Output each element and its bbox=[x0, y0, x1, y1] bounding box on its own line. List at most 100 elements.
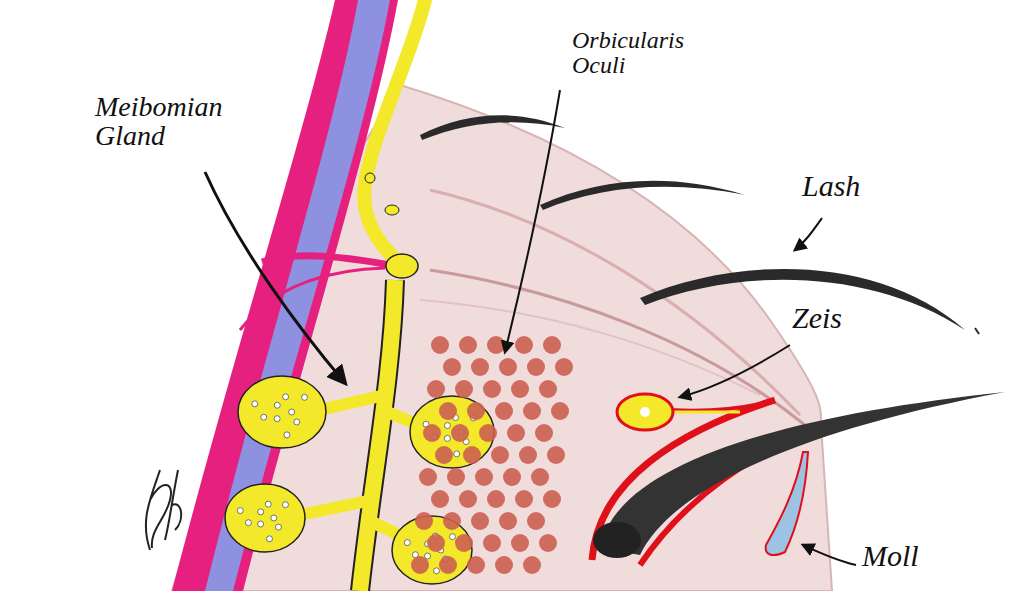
gland-lobe bbox=[392, 516, 472, 584]
nerve-dot bbox=[385, 205, 399, 215]
muscle-fibre bbox=[551, 402, 569, 420]
muscle-fibre bbox=[511, 534, 529, 552]
muscle-fibre bbox=[539, 380, 557, 398]
meibomian-lobes bbox=[225, 376, 494, 584]
muscle-fibre bbox=[555, 358, 573, 376]
part-label: Lash bbox=[802, 170, 860, 202]
acinus-cell bbox=[271, 515, 277, 521]
eyelash-bulb bbox=[593, 522, 641, 558]
part-label: Meibomian Gland bbox=[95, 92, 265, 151]
acinus-cell bbox=[433, 568, 439, 574]
muscle-fibre bbox=[459, 336, 477, 354]
muscle-fibre bbox=[499, 358, 517, 376]
muscle-fibre bbox=[515, 336, 533, 354]
muscle-fibre bbox=[495, 556, 513, 574]
leader-arrow bbox=[505, 90, 560, 352]
zeis-lumen bbox=[640, 407, 650, 417]
muscle-fibre bbox=[535, 424, 553, 442]
muscle-fibre bbox=[423, 424, 441, 442]
muscle-fibre bbox=[427, 534, 445, 552]
muscle-fibre bbox=[475, 468, 493, 486]
nerve bbox=[364, 0, 425, 262]
part-label: Orbicularis Oculi bbox=[572, 28, 722, 78]
muscle-fibre bbox=[487, 336, 505, 354]
muscle-fibre bbox=[531, 468, 549, 486]
muscle-fibre bbox=[455, 380, 473, 398]
muscle-fibre bbox=[527, 512, 545, 530]
moll-gland bbox=[766, 452, 808, 555]
acinus-cell bbox=[245, 520, 251, 526]
acinus-cell bbox=[454, 451, 460, 457]
muscle-fibre bbox=[507, 424, 525, 442]
muscle-fibre bbox=[431, 336, 449, 354]
muscle-fibre bbox=[471, 512, 489, 530]
muscle-fibre bbox=[543, 490, 561, 508]
leader-arrow bbox=[205, 172, 345, 383]
muscle-fibre bbox=[471, 358, 489, 376]
muscle-fibre bbox=[539, 534, 557, 552]
eyelash bbox=[420, 115, 565, 140]
acinus-cell bbox=[266, 536, 272, 542]
muscle-fibre bbox=[467, 402, 485, 420]
acinus-cell bbox=[444, 423, 450, 429]
acinus-cell bbox=[444, 435, 450, 441]
muscle-fibre bbox=[447, 468, 465, 486]
muscle-fibre bbox=[431, 490, 449, 508]
acinus-cell bbox=[261, 414, 267, 420]
signature bbox=[146, 470, 181, 550]
acinus-cell bbox=[258, 509, 264, 515]
meibomian-duct bbox=[360, 280, 395, 591]
orbicularis-fibres bbox=[411, 336, 573, 574]
muscle-fibre bbox=[519, 446, 537, 464]
acinus-cell bbox=[252, 401, 258, 407]
muscle-fibre bbox=[451, 424, 469, 442]
muscle-fibre bbox=[483, 534, 501, 552]
acinus-cell bbox=[275, 524, 281, 530]
muscle-fibre bbox=[463, 446, 481, 464]
muscle-fibre bbox=[419, 468, 437, 486]
acinus-cell bbox=[284, 432, 290, 438]
muscle-fibre bbox=[495, 402, 513, 420]
muscle-fibre bbox=[487, 490, 505, 508]
acinus-cell bbox=[282, 502, 288, 508]
nerve-node bbox=[386, 254, 418, 278]
muscle-fibre bbox=[411, 556, 429, 574]
acinus-cell bbox=[283, 394, 289, 400]
part-label: Moll bbox=[862, 540, 919, 572]
muscle-fibre bbox=[439, 402, 457, 420]
vessel-branch bbox=[262, 256, 390, 265]
muscle-fibre bbox=[543, 336, 561, 354]
skin-layer bbox=[430, 270, 805, 425]
acinus-cell bbox=[258, 521, 264, 527]
muscle-fibre bbox=[499, 512, 517, 530]
muscle-fibre bbox=[511, 380, 529, 398]
acinus-cell bbox=[265, 501, 271, 507]
eyelash-mark bbox=[975, 328, 979, 334]
vessel-branch bbox=[240, 268, 385, 330]
acinus-cell bbox=[404, 540, 410, 546]
acinus-cell bbox=[274, 402, 280, 408]
muscle-fibre bbox=[523, 402, 541, 420]
meibomian-duct bbox=[360, 280, 395, 591]
muscle-fibre bbox=[455, 534, 473, 552]
muscle-fibre bbox=[427, 380, 445, 398]
part-label: Zeis bbox=[792, 302, 842, 334]
muscle-fibre bbox=[523, 556, 541, 574]
eyelash bbox=[540, 181, 745, 210]
muscle-fibre bbox=[547, 446, 565, 464]
skin-layer bbox=[420, 300, 760, 395]
leader-arrow bbox=[803, 545, 856, 565]
leader-arrow bbox=[680, 345, 790, 397]
acinus-cell bbox=[294, 419, 300, 425]
zeis-duct bbox=[670, 402, 770, 411]
muscle-fibre bbox=[443, 358, 461, 376]
acinus-cell bbox=[289, 409, 295, 415]
eyelash-shaft bbox=[600, 392, 1005, 555]
muscle-fibre bbox=[483, 380, 501, 398]
acinus-cell bbox=[302, 394, 308, 400]
acinus-cell bbox=[237, 508, 243, 514]
muscle-fibre bbox=[459, 490, 477, 508]
muscle-fibre bbox=[467, 556, 485, 574]
